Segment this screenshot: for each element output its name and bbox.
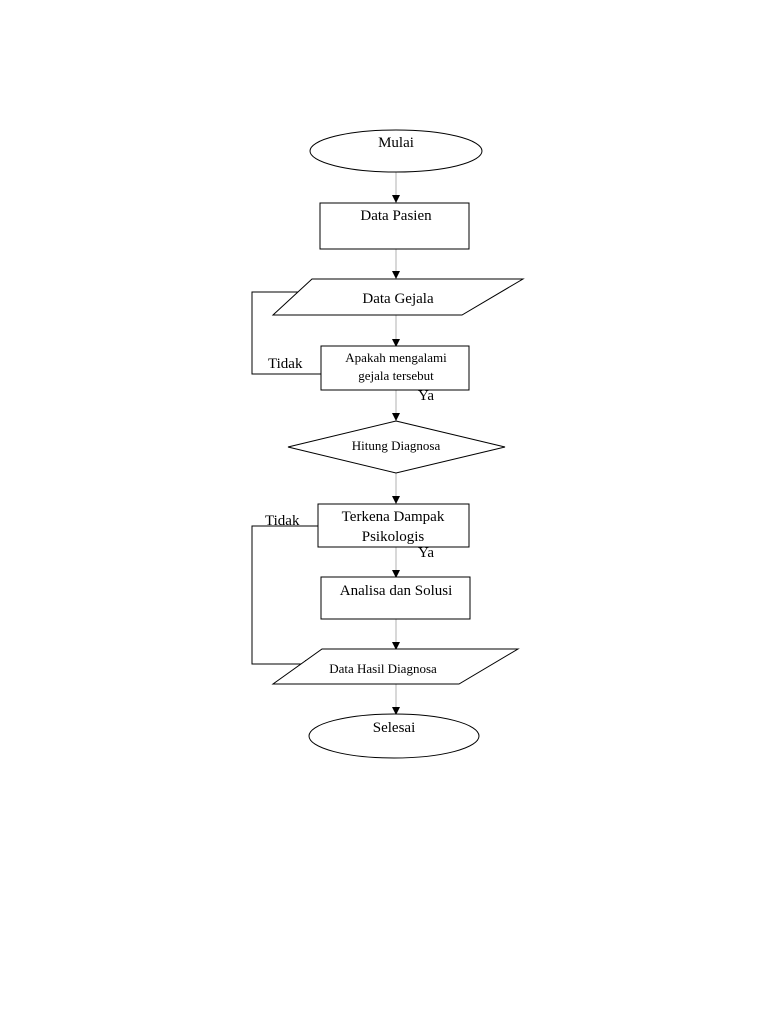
data-hasil-label: Data Hasil Diagnosa bbox=[329, 661, 437, 676]
input-data-gejala bbox=[271, 278, 525, 316]
loop-tidak-hasil bbox=[251, 525, 318, 668]
analisa-solusi-label: Analisa dan Solusi bbox=[340, 583, 453, 599]
data-pasien-label: Data Pasien bbox=[360, 208, 432, 224]
loop-tidak-gejala bbox=[251, 288, 321, 375]
start-terminal bbox=[309, 129, 483, 173]
decision-dampak-line2: Psikologis bbox=[362, 529, 425, 545]
end-terminal bbox=[308, 713, 480, 759]
end-label: Selesai bbox=[373, 720, 416, 736]
process-hitung-diagnosa bbox=[287, 420, 506, 474]
process-analisa-solusi bbox=[320, 576, 471, 620]
decision-gejala-line1: Apakah mengalami bbox=[345, 350, 447, 365]
hitung-diagnosa-label: Hitung Diagnosa bbox=[352, 438, 441, 453]
label-tidak-2: Tidak bbox=[265, 513, 300, 529]
process-data-pasien bbox=[319, 202, 470, 250]
data-gejala-label: Data Gejala bbox=[362, 291, 434, 307]
decision-dampak-line1: Terkena Dampak bbox=[342, 509, 445, 525]
label-tidak-1: Tidak bbox=[268, 356, 303, 372]
label-ya-2: Ya bbox=[418, 545, 434, 561]
label-ya-1: Ya bbox=[418, 388, 434, 404]
output-data-hasil bbox=[271, 648, 520, 685]
decision-dampak bbox=[317, 503, 470, 548]
start-label: Mulai bbox=[378, 135, 414, 151]
decision-gejala bbox=[320, 345, 470, 391]
decision-gejala-line2: gejala tersebut bbox=[358, 368, 434, 383]
